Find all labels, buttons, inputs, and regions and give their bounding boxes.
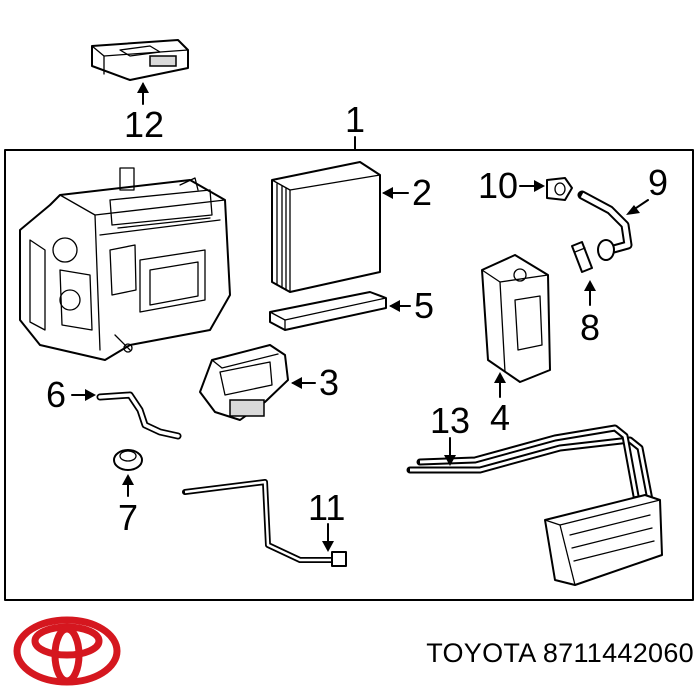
- part-6-drain-hose: [96, 391, 182, 440]
- arrow-7: [122, 474, 134, 485]
- brand-label: TOYOTA: [426, 638, 536, 668]
- part-10-oring: [546, 177, 573, 201]
- callout-13: 13: [430, 400, 470, 441]
- arrow-5: [389, 300, 400, 312]
- toyota-logo: [13, 616, 121, 686]
- arrow-4: [494, 372, 506, 383]
- arrow-13: [444, 455, 456, 466]
- callout-9: 9: [648, 162, 668, 203]
- arrow-9: [626, 205, 640, 215]
- callout-4: 4: [490, 397, 510, 438]
- part-12-control-module: [91, 39, 189, 81]
- arrow-6: [85, 389, 96, 401]
- assembly-frame: [4, 149, 694, 601]
- callout-3: 3: [319, 362, 339, 403]
- part-number: 8711442060: [542, 638, 694, 668]
- callout-11: 11: [308, 487, 345, 528]
- part-5-seal: [269, 291, 387, 331]
- callout-5: 5: [414, 285, 434, 326]
- callout-1: 1: [345, 99, 365, 140]
- callout-7: 7: [118, 497, 138, 538]
- callout-8: 8: [580, 307, 600, 348]
- part-13-heater-core: [406, 424, 663, 586]
- callout-2: 2: [412, 172, 432, 213]
- part-7-grommet: [113, 449, 143, 471]
- arrow-10: [534, 180, 545, 192]
- arrow-11: [322, 541, 334, 552]
- part-2-evaporator: [271, 161, 381, 293]
- callout-12: 12: [124, 104, 164, 145]
- part-11-pipe: [182, 479, 347, 567]
- arrow-8: [584, 280, 596, 291]
- arrow-3: [291, 377, 302, 389]
- part-9-tube: [577, 190, 633, 261]
- arrow-2: [382, 187, 393, 199]
- part-8-valve: [571, 241, 593, 273]
- callout-6: 6: [46, 374, 66, 415]
- callout-10: 10: [478, 165, 518, 206]
- part-3-cover: [199, 344, 289, 421]
- part-1-heater-unit: [19, 167, 231, 361]
- part-caption: TOYOTA 8711442060: [382, 638, 694, 669]
- arrow-12: [137, 82, 149, 93]
- part-4-bracket: [481, 254, 551, 383]
